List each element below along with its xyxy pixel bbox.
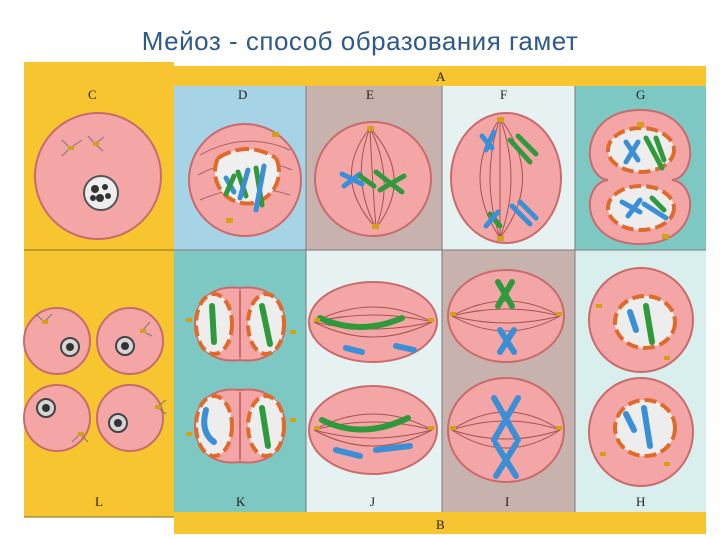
cells-H	[588, 267, 694, 487]
label-K: K	[236, 494, 246, 509]
label-F: F	[500, 87, 507, 102]
label-C: C	[88, 87, 97, 102]
label-E: E	[366, 87, 374, 102]
page-title: Мейоз - способ образования гамет	[141, 26, 579, 56]
cells-I	[447, 269, 565, 483]
cells-L	[23, 307, 167, 452]
label-I: I	[505, 494, 509, 509]
cell-D	[188, 123, 302, 237]
label-D: D	[238, 87, 247, 102]
cell-E	[314, 121, 432, 237]
cell-F	[450, 112, 562, 244]
cells-K	[186, 286, 296, 464]
label-G: G	[636, 87, 645, 102]
label-A: A	[436, 69, 446, 84]
cell-C	[34, 112, 162, 240]
yellow-frame-top	[174, 66, 706, 86]
cell-G	[588, 108, 692, 246]
cells-J	[308, 281, 438, 475]
label-B: B	[436, 517, 445, 532]
label-J: J	[370, 494, 375, 509]
label-L: L	[95, 494, 103, 509]
label-H: H	[636, 494, 645, 509]
yellow-frame-bottom	[174, 512, 706, 534]
